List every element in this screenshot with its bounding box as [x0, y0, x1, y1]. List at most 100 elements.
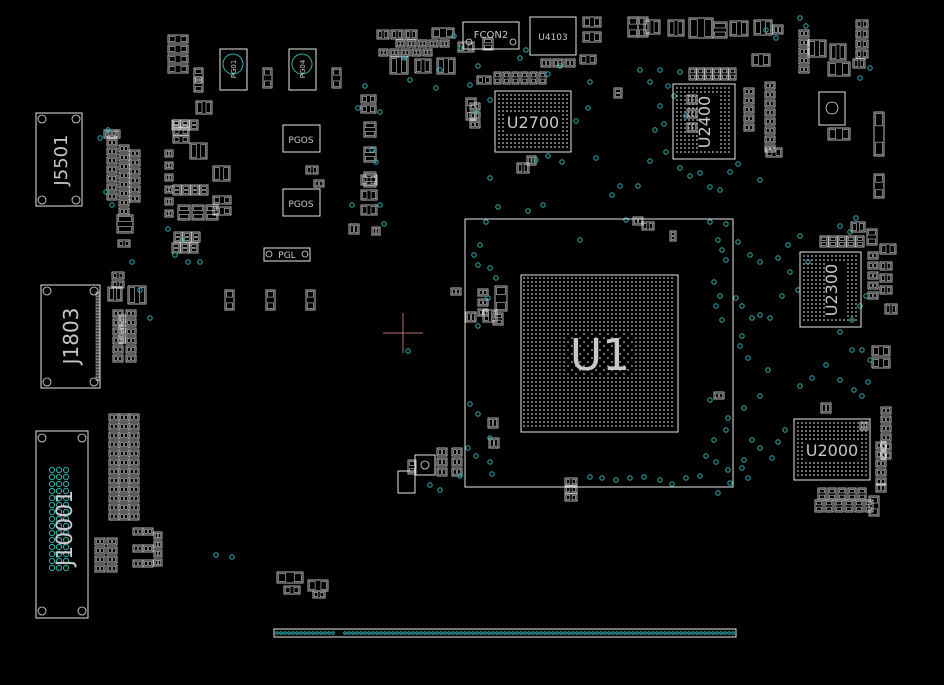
ball [527, 377, 529, 379]
ball [506, 98, 508, 100]
passive-component [190, 184, 200, 196]
passive-pad [226, 302, 233, 309]
u2700-component[interactable]: U2700 [494, 90, 572, 153]
u4103-component[interactable]: U4103 [529, 16, 577, 56]
via [179, 237, 185, 243]
pin [699, 631, 703, 635]
passive-outline [181, 184, 191, 196]
passive-outline [128, 413, 140, 422]
ball [823, 291, 825, 293]
ball [583, 341, 585, 343]
ball [527, 329, 529, 331]
passive-outline [205, 204, 219, 221]
passive-pad [120, 191, 124, 196]
u1-component[interactable]: U1 [464, 218, 734, 488]
ball [724, 115, 726, 117]
passive-pad [144, 561, 148, 566]
passive-pad [124, 182, 128, 187]
pgos-pad-2[interactable]: PGOS [282, 188, 321, 217]
j10001-mount-hole [77, 606, 87, 616]
pg04-label: PG04 [299, 59, 307, 78]
ball [651, 337, 653, 339]
passive-component [389, 48, 400, 57]
ball [535, 405, 537, 407]
passive-pad [826, 501, 832, 506]
passive-outline [106, 555, 118, 564]
via [797, 15, 803, 21]
ball [684, 103, 686, 105]
passive-component [884, 303, 898, 315]
ball [688, 107, 690, 109]
passive-pad [749, 89, 753, 94]
u2900-component[interactable] [818, 91, 846, 126]
ball [551, 425, 553, 427]
u2000-component[interactable]: U2000 [793, 418, 871, 481]
ball [829, 422, 831, 424]
ball [502, 122, 504, 124]
ball [696, 147, 698, 149]
passive-component [476, 75, 492, 85]
ball [506, 106, 508, 108]
ball [523, 349, 525, 351]
ball [567, 313, 569, 315]
ball [655, 409, 657, 411]
ball [659, 401, 661, 403]
ball [627, 289, 629, 291]
ball [647, 289, 649, 291]
ball [502, 126, 504, 128]
ball [611, 305, 613, 307]
u2700-label: U2700 [507, 113, 559, 132]
via [487, 175, 493, 181]
ball [655, 353, 657, 355]
ball [809, 466, 811, 468]
ball [651, 353, 653, 355]
j5501-connector[interactable]: J5501 [35, 112, 83, 207]
ball [527, 417, 529, 419]
passive-pad [131, 329, 135, 334]
passive-outline [465, 311, 477, 323]
ball [667, 345, 669, 347]
passive-pad [816, 501, 822, 506]
ball [551, 325, 553, 327]
j1803-connector[interactable]: J1803 [40, 284, 101, 389]
ball [643, 345, 645, 347]
u2300-component[interactable]: U2300 [799, 251, 862, 328]
pin [647, 631, 651, 635]
ball [676, 119, 678, 121]
pgl-pad[interactable]: PGL [263, 247, 311, 262]
passive-component [153, 558, 163, 567]
ball [563, 373, 565, 375]
passive-pad [566, 495, 571, 500]
pgos-pad-1[interactable]: PGOS [282, 124, 321, 153]
fcon2-connector[interactable]: FCON2 [462, 21, 520, 50]
j10001-connector[interactable]: J10001 [35, 430, 89, 619]
u2400-component[interactable]: U2400 [672, 83, 736, 160]
passive-pad [169, 66, 176, 72]
ball [643, 417, 645, 419]
ball [583, 301, 585, 303]
ball [563, 305, 565, 307]
ball [635, 373, 637, 375]
via [362, 83, 368, 89]
pg04-component[interactable]: PG04 [288, 48, 317, 91]
passive-outline [189, 242, 199, 254]
ball [554, 138, 556, 140]
ball [546, 98, 548, 100]
ball [603, 361, 605, 363]
pg01-component[interactable]: PG01 [219, 48, 248, 91]
small-ic-component[interactable] [397, 454, 436, 494]
ball [607, 385, 609, 387]
ball [591, 381, 593, 383]
ball [567, 277, 569, 279]
j1803-pin-row [95, 291, 100, 381]
ball [566, 142, 568, 144]
ball [530, 142, 532, 144]
ball [853, 462, 855, 464]
passive-pad [120, 336, 124, 340]
passive-outline [128, 431, 140, 440]
ball [623, 281, 625, 283]
bottom-edge-connector[interactable] [273, 628, 737, 638]
ball [539, 421, 541, 423]
ball [599, 305, 601, 307]
